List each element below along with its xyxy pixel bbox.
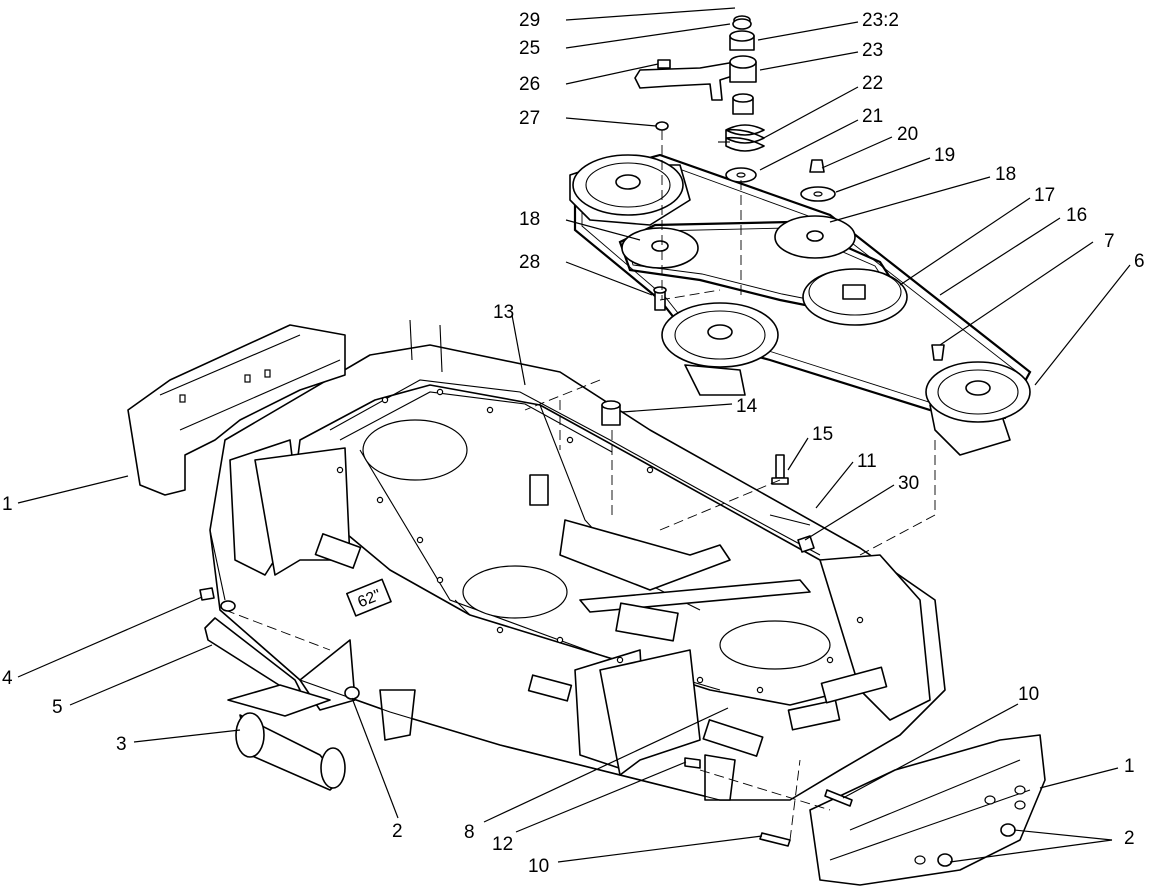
callout-2-left: 2 (392, 821, 403, 842)
callout-18-right: 18 (995, 164, 1016, 185)
callout-23: 23 (862, 40, 883, 61)
callout-6: 6 (1134, 251, 1145, 272)
callout-21: 21 (862, 106, 883, 127)
callout-7: 7 (1104, 231, 1115, 252)
right-bumper (759, 734, 1046, 886)
callout-20: 20 (897, 124, 918, 145)
callout-29: 29 (519, 10, 540, 31)
deck-housing: 62" (209, 319, 946, 801)
left-side-parts (127, 324, 701, 791)
callout-27: 27 (519, 108, 540, 129)
callout-4: 4 (2, 668, 13, 689)
callout-11: 11 (857, 451, 877, 472)
callout-14: 14 (736, 396, 758, 417)
callout-28: 28 (519, 252, 540, 273)
callout-10-right: 10 (1018, 684, 1039, 705)
assembly-centerlines (224, 130, 936, 841)
callout-15: 15 (812, 424, 833, 445)
callout-23-2: 23:2 (862, 10, 899, 31)
belt-drive-assembly (569, 153, 1032, 456)
deck-fastener-holes (336, 388, 864, 694)
callout-8: 8 (464, 822, 475, 843)
callout-2-right: 2 (1124, 828, 1135, 849)
callout-30: 30 (898, 473, 919, 494)
callout-18-left: 18 (519, 209, 540, 230)
callout-labels: 29 23:2 25 23 26 22 27 21 20 19 18 18 17… (2, 10, 1145, 877)
callout-26: 26 (519, 74, 540, 95)
callout-13: 13 (493, 302, 514, 323)
callout-22: 22 (862, 73, 883, 94)
callout-12: 12 (492, 834, 513, 855)
idler-arm-stack (529, 15, 945, 553)
callout-19: 19 (934, 145, 955, 166)
callout-5: 5 (52, 697, 63, 718)
callout-25: 25 (519, 38, 540, 59)
callout-1-right: 1 (1124, 756, 1135, 777)
callout-3: 3 (116, 734, 127, 755)
callout-17: 17 (1034, 185, 1055, 206)
callout-16: 16 (1066, 205, 1087, 226)
callout-1-left: 1 (2, 494, 13, 515)
callout-10-bottom: 10 (528, 856, 549, 877)
callout-leaders (17, 7, 1131, 863)
